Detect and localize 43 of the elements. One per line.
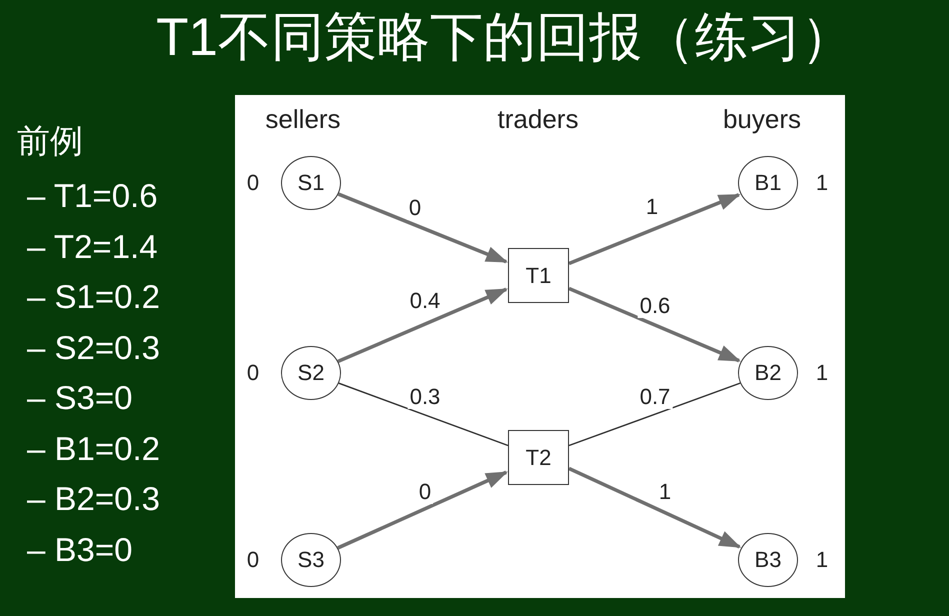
payoff-label: 1 (816, 548, 828, 572)
list-item: – S2=0.3 (27, 330, 160, 366)
column-heading: buyers (722, 105, 802, 133)
diagram-title: T1不同策略下的回报（练习） (155, 8, 855, 68)
node-label: T2 (526, 446, 552, 468)
node-label: S1 (298, 172, 324, 194)
buyer-node (738, 533, 798, 587)
trader-node (508, 248, 569, 303)
connector-line (338, 382, 508, 446)
node-label: B3 (754, 549, 782, 571)
list-item: – T1=0.6 (27, 178, 158, 214)
list-item: – B3=0 (27, 532, 133, 568)
buyer-node (738, 346, 798, 400)
arrow (568, 193, 741, 266)
node-label: S2 (298, 362, 324, 384)
list-item: – B2=0.3 (27, 481, 160, 518)
payoff-label: 1 (816, 361, 828, 385)
list-item: – S1=0.2 (27, 279, 160, 316)
arrow (337, 470, 508, 550)
arrow (568, 286, 741, 362)
column-heading: sellers (265, 105, 341, 133)
trader-node (508, 430, 569, 485)
column-heading: traders (498, 105, 578, 133)
payoff-label: 0 (246, 361, 260, 385)
node-label: B1 (754, 172, 782, 194)
seller-node (281, 346, 341, 400)
node-label: S3 (298, 549, 324, 571)
node-label: B2 (754, 362, 782, 384)
payoff-label: 0 (246, 171, 260, 195)
payoff-label: 0 (246, 548, 260, 572)
arrow (568, 466, 742, 549)
seller-node (281, 156, 341, 210)
buyer-node (738, 156, 798, 210)
arrow (337, 288, 508, 364)
list-item: – S3=0 (27, 380, 133, 416)
list-item: – T2=1.4 (27, 228, 158, 265)
connector-line (568, 382, 740, 446)
list-item: – B1=0.2 (27, 430, 160, 467)
payoff-label: 1 (816, 171, 828, 195)
node-label: T1 (526, 264, 552, 286)
list-heading: 前例 (17, 123, 83, 160)
arrow (338, 192, 508, 264)
seller-node (281, 533, 341, 587)
